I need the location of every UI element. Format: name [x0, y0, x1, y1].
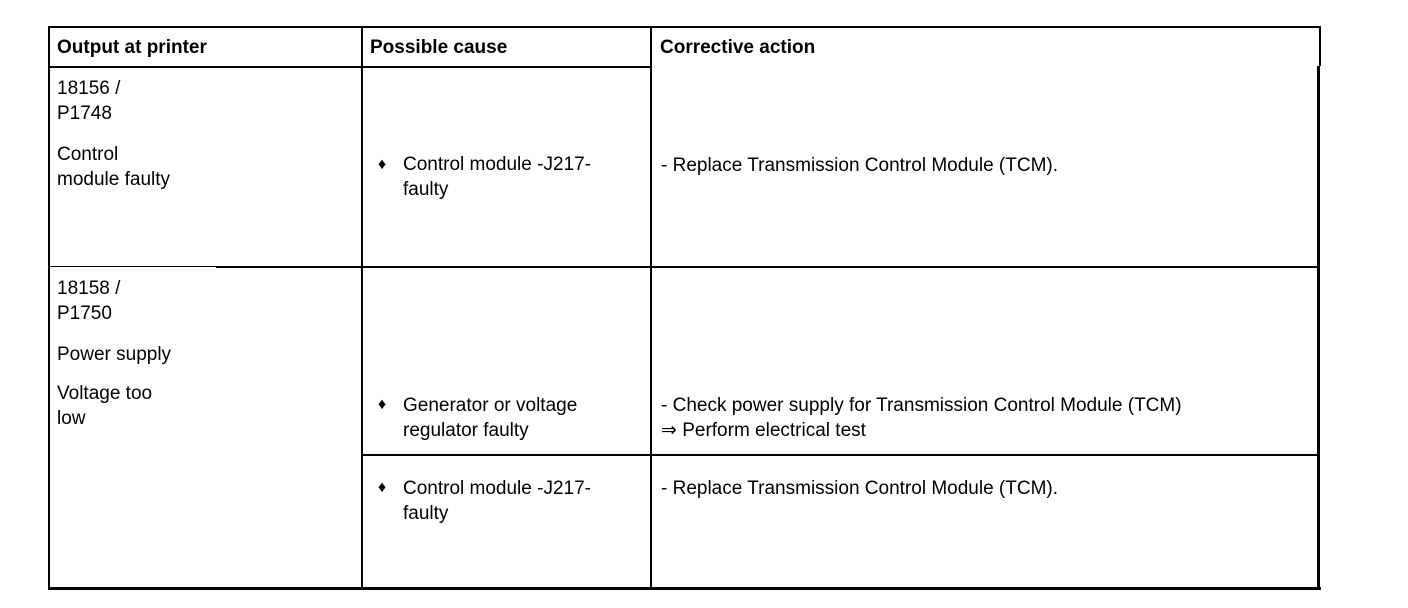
table-border-right — [1317, 66, 1320, 590]
possible-cause: faulty — [403, 503, 449, 524]
fault-description: Voltage too — [57, 383, 153, 404]
table-border-right-top — [1319, 26, 1321, 66]
fault-code: 18156 / — [57, 78, 121, 99]
possible-cause: Generator or voltage — [403, 395, 578, 416]
header-possible-cause: Possible cause — [370, 37, 508, 58]
corrective-action-link[interactable]: ⇒ Perform electrical test — [661, 420, 866, 441]
row-divider-1a — [48, 266, 216, 267]
possible-cause: faulty — [403, 179, 449, 200]
fault-p-code: P1748 — [57, 103, 112, 124]
table-border-top — [48, 26, 1321, 28]
fault-description: Power supply — [57, 344, 172, 365]
fault-p-code: P1750 — [57, 303, 112, 324]
possible-cause: Control module -J217- — [403, 154, 591, 175]
diamond-bullet-icon: ♦ — [378, 396, 387, 413]
corrective-action: - Replace Transmission Control Module (T… — [661, 478, 1059, 499]
fault-description: Control — [57, 144, 119, 165]
fault-description: low — [57, 408, 86, 429]
corrective-action: - Replace Transmission Control Module (T… — [661, 155, 1059, 176]
table-border-bottom — [48, 587, 1321, 590]
fault-code: 18158 / — [57, 278, 121, 299]
column-divider-1 — [361, 26, 363, 590]
diamond-bullet-icon: ♦ — [378, 156, 387, 173]
fault-description: module faulty — [57, 169, 171, 190]
corrective-action: - Check power supply for Transmission Co… — [661, 395, 1182, 416]
row-divider-2 — [361, 454, 1318, 456]
diamond-bullet-icon: ♦ — [378, 479, 387, 496]
possible-cause: Control module -J217- — [403, 478, 591, 499]
header-divider — [48, 66, 651, 68]
header-output-at-printer: Output at printer — [57, 37, 207, 58]
possible-cause: regulator faulty — [403, 420, 529, 441]
column-divider-2 — [650, 26, 652, 590]
table-border-left — [48, 26, 50, 590]
header-corrective-action: Corrective action — [660, 37, 816, 58]
row-divider-1b — [216, 266, 1318, 268]
